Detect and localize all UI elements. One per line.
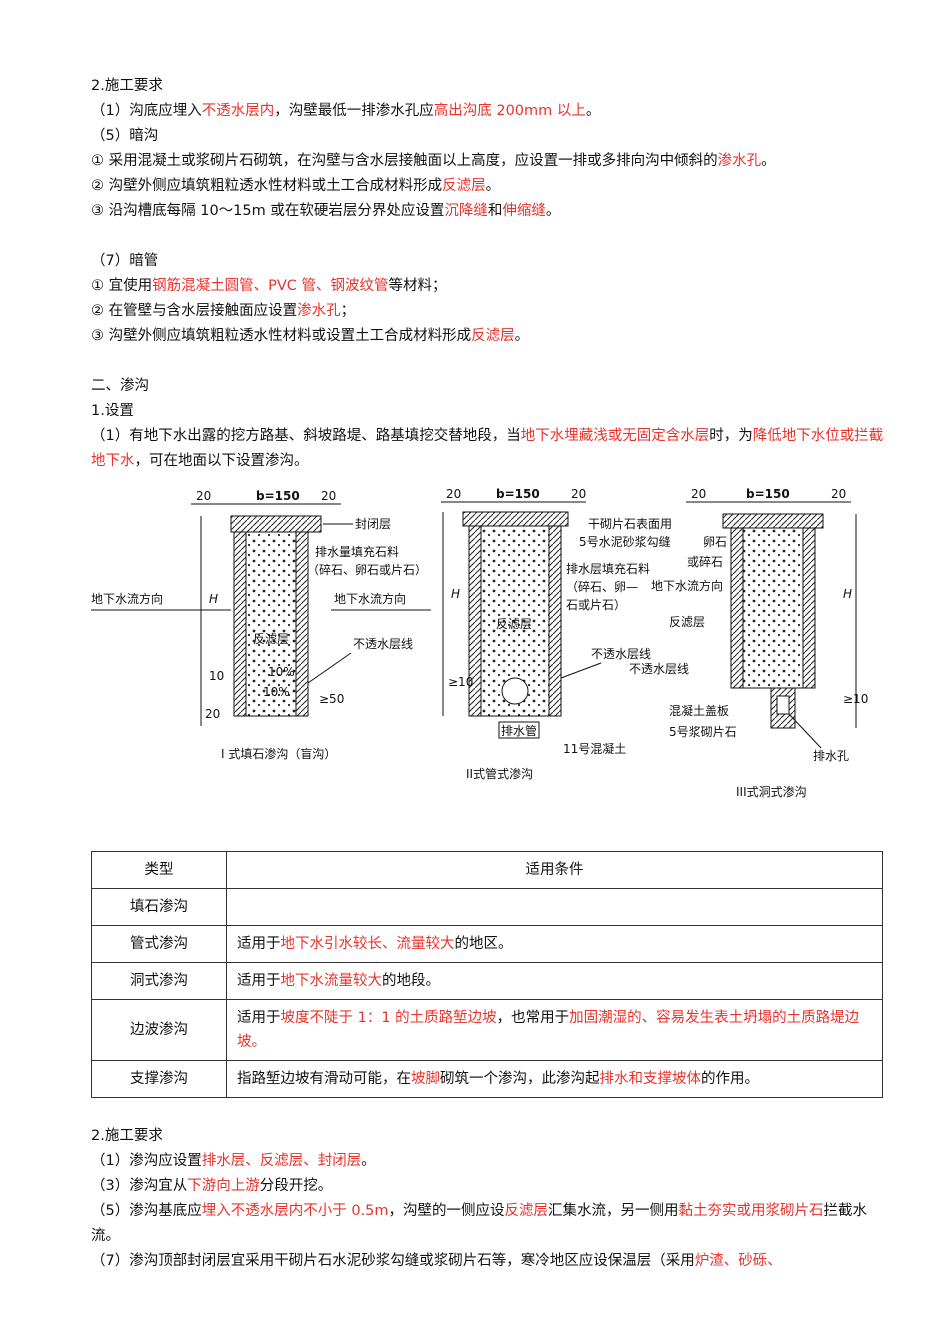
table-header-row: 类型 适用条件: [91, 851, 883, 889]
svg-text:排水管: 排水管: [501, 723, 537, 738]
svg-text:III式洞式渗沟: III式洞式渗沟: [736, 784, 807, 799]
list-item: ① 采用混凝土或浆砌片石砌筑，在沟壁与含水层接触面以上高度，应设置一排或多排向沟…: [91, 153, 776, 169]
svg-text:反滤层: 反滤层: [669, 615, 705, 629]
svg-text:卵石: 卵石: [703, 535, 727, 549]
svg-text:干砌片石表面用: 干砌片石表面用: [588, 517, 672, 531]
type-cell: 填石渗沟: [91, 888, 227, 926]
svg-text:排水量填充石料: 排水量填充石料: [315, 544, 399, 559]
subsection-heading: 1.设置: [91, 403, 134, 419]
svg-text:11号混凝土: 11号混凝土: [563, 741, 626, 756]
svg-text:5号浆砌片石: 5号浆砌片石: [669, 724, 737, 739]
column-header-type: 类型: [91, 851, 227, 889]
svg-text:地下水流方向: 地下水流方向: [334, 591, 406, 606]
type-cell: 管式渗沟: [91, 925, 227, 963]
subheading-dark-pipe: （7）暗管: [91, 253, 159, 269]
condition-cell: 指路堑边坡有滑动可能，在坡脚砌筑一个渗沟，此渗沟起排水和支撑坡体的作用。: [226, 1060, 883, 1098]
subheading-dark-ditch: （5）暗沟: [91, 128, 159, 144]
svg-text:排水层填充石料: 排水层填充石料: [566, 561, 650, 576]
svg-text:b=150: b=150: [256, 489, 300, 503]
condition-cell: 适用于地下水引水较长、流量较大的地区。: [226, 925, 883, 963]
svg-text:II式管式渗沟: II式管式渗沟: [466, 766, 533, 781]
svg-text:反滤层: 反滤层: [496, 617, 532, 631]
document-page: 2.施工要求 （1）沟底应埋入不透水层内，沟壁最低一排渗水孔应高出沟底 200m…: [91, 74, 891, 1274]
seepage-ditch-diagram: 20 b=150 20 H 10 20 反滤层 10% 10% 封闭层 排水量填…: [91, 478, 891, 823]
table-row: 管式渗沟 适用于地下水引水较长、流量较大的地区。: [91, 925, 883, 963]
table-row: 洞式渗沟 适用于地下水流量较大的地段。: [91, 962, 883, 1000]
diagram-type-1: 20 b=150 20 H 10 20 反滤层 10% 10% 封闭层 排水量填…: [91, 489, 431, 761]
svg-text:（碎石、卵—: （碎石、卵—: [566, 579, 638, 594]
paragraph: （3）渗沟宜从下游向上游分段开挖。: [91, 1178, 333, 1194]
table-row: 填石渗沟: [91, 888, 883, 926]
svg-text:20: 20: [446, 487, 461, 501]
svg-text:或碎石: 或碎石: [687, 554, 723, 569]
svg-text:5号水泥砂浆勾缝: 5号水泥砂浆勾缝: [579, 534, 671, 549]
paragraph: （1）有地下水出露的挖方路基、斜坡路堤、路基填挖交替地段，当地下水埋藏浅或无固定…: [91, 428, 884, 469]
svg-text:≥10: ≥10: [843, 692, 868, 706]
svg-text:b=150: b=150: [746, 487, 790, 501]
list-item: ① 宜使用钢筋混凝土圆管、PVC 管、钢波纹管等材料；: [91, 278, 447, 294]
svg-text:20: 20: [831, 487, 846, 501]
svg-text:I 式填石渗沟（盲沟）: I 式填石渗沟（盲沟）: [221, 746, 336, 761]
table-row: 支撑渗沟 指路堑边坡有滑动可能，在坡脚砌筑一个渗沟，此渗沟起排水和支撑坡体的作用…: [91, 1060, 883, 1098]
svg-text:石或片石）: 石或片石）: [566, 598, 626, 612]
type-cell: 洞式渗沟: [91, 962, 227, 1000]
svg-text:20: 20: [691, 487, 706, 501]
svg-text:≥50: ≥50: [319, 692, 344, 706]
svg-text:排水孔: 排水孔: [813, 749, 849, 763]
type-cell: 支撑渗沟: [91, 1060, 227, 1098]
svg-text:≥10: ≥10: [448, 675, 473, 689]
svg-text:10: 10: [209, 669, 224, 683]
svg-text:封闭层: 封闭层: [355, 517, 391, 531]
column-header-conditions: 适用条件: [226, 851, 883, 889]
svg-text:20: 20: [205, 707, 220, 721]
svg-text:H: H: [209, 592, 218, 606]
svg-text:不透水层线: 不透水层线: [353, 637, 413, 651]
svg-text:地下水流方向: 地下水流方向: [91, 591, 163, 606]
section-heading: 2.施工要求: [91, 1128, 163, 1144]
svg-text:H: H: [843, 587, 852, 601]
svg-text:H: H: [451, 587, 460, 601]
list-item: ② 沟壁外侧应填筑粗粒透水性材料或土工合成材料形成反滤层。: [91, 178, 501, 194]
section-heading: 二、渗沟: [91, 378, 149, 394]
paragraph: （7）渗沟顶部封闭层宜采用干砌片石水泥砂浆勾缝或浆砌片石等，寒冷地区应设保温层（…: [91, 1253, 782, 1269]
diagram-type-3: 20 b=150 20 H ≥10 卵石 或碎石 地下水流方向 反滤层 不透水层…: [629, 487, 868, 799]
paragraph: （5）渗沟基底应埋入不透水层内不小于 0.5m，沟壁的一侧应设反滤层汇集水流，另…: [91, 1203, 868, 1244]
condition-cell: [226, 888, 883, 926]
paragraph: （1）渗沟应设置排水层、反滤层、封闭层。: [91, 1153, 376, 1169]
svg-text:20: 20: [196, 489, 211, 503]
svg-text:20: 20: [321, 489, 336, 503]
list-item: ③ 沿沟槽底每隔 10～15m 或在软硬岩层分界处应设置沉降缝和伸缩缝。: [91, 203, 561, 219]
section-heading: 2.施工要求: [91, 78, 163, 94]
svg-text:反滤层: 反滤层: [253, 632, 289, 646]
svg-text:不透水层线: 不透水层线: [629, 662, 689, 676]
paragraph: （1）沟底应埋入不透水层内，沟壁最低一排渗水孔应高出沟底 200mm 以上。: [91, 103, 601, 119]
svg-text:10%: 10%: [263, 685, 290, 699]
condition-cell: 适用于地下水流量较大的地段。: [226, 962, 883, 1000]
svg-text:（碎石、卵石或片石）: （碎石、卵石或片石）: [307, 562, 427, 577]
svg-text:b=150: b=150: [496, 487, 540, 501]
svg-text:10%: 10%: [268, 665, 295, 679]
table-row: 边波渗沟 适用于坡度不陡于 1：1 的土质路堑边坡，也常用于加固潮湿的、容易发生…: [91, 999, 883, 1061]
list-item: ③ 沟壁外侧应填筑粗粒透水性材料或设置土工合成材料形成反滤层。: [91, 328, 530, 344]
list-item: ② 在管壁与含水层接触面应设置渗水孔；: [91, 303, 356, 319]
seepage-ditch-table: 类型 适用条件 填石渗沟 管式渗沟 适用于地下水引水较长、流量较大的地区。 洞式…: [91, 851, 883, 1098]
svg-text:地下水流方向: 地下水流方向: [651, 578, 723, 593]
condition-cell: 适用于坡度不陡于 1：1 的土质路堑边坡，也常用于加固潮湿的、容易发生表土坍塌的…: [226, 999, 883, 1061]
svg-text:20: 20: [571, 487, 586, 501]
svg-text:混凝土盖板: 混凝土盖板: [669, 703, 729, 718]
diagram-type-2: 20 b=150 20 H ≥10 反滤层 干砌片石表面用 5号水泥砂浆勾缝 排…: [441, 487, 672, 781]
type-cell: 边波渗沟: [91, 999, 227, 1061]
svg-text:不透水层线: 不透水层线: [591, 647, 651, 661]
